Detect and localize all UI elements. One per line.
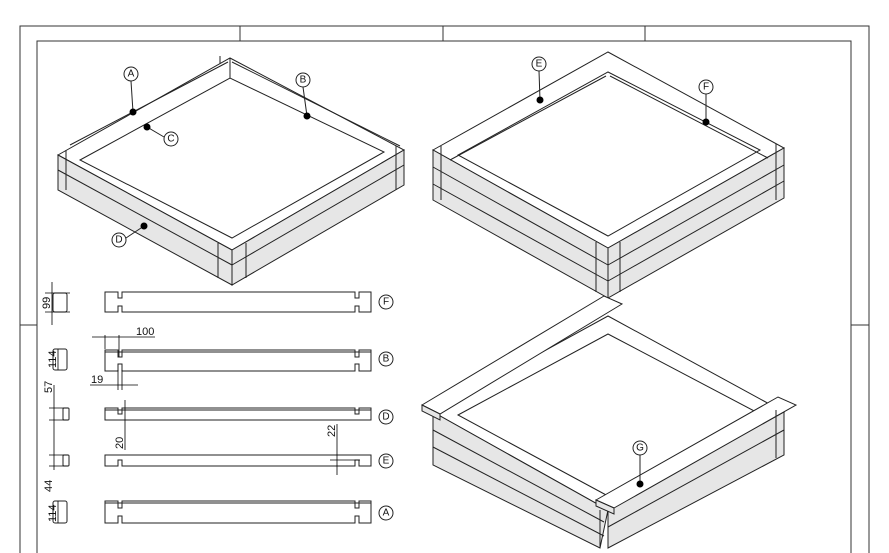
svg-text:A: A	[128, 69, 135, 80]
sandbox-view-step-1	[56, 56, 406, 286]
callout-D: D	[111, 222, 148, 248]
dim-notch-depth-20: 20	[114, 437, 126, 449]
part-F	[52, 291, 372, 313]
part-label-F: F	[378, 294, 394, 310]
callout-A: A	[123, 66, 139, 116]
sandbox-view-step-3	[420, 295, 798, 549]
callout-G: G	[632, 440, 648, 488]
svg-text:F: F	[383, 297, 389, 308]
drawing-frame	[19, 25, 870, 553]
part-label-A: A	[378, 505, 394, 521]
dim-gap-44: 44	[43, 480, 55, 492]
svg-text:B: B	[300, 75, 307, 86]
dim-gap-57: 57	[43, 381, 55, 393]
part-label-D: D	[378, 409, 394, 425]
svg-text:E: E	[383, 456, 390, 467]
sandbox-view-step-2	[431, 51, 786, 299]
dim-b-height: 114	[47, 350, 59, 368]
dim-f-height: 99	[41, 297, 53, 309]
callout-F: F	[698, 79, 714, 126]
part-label-E: E	[378, 453, 394, 469]
svg-text:C: C	[167, 134, 174, 145]
dim-notch-width: 19	[91, 374, 103, 386]
callout-B: B	[295, 72, 311, 120]
svg-text:E: E	[536, 59, 543, 70]
svg-text:B: B	[383, 354, 390, 365]
part-D	[62, 407, 372, 421]
svg-text:D: D	[115, 235, 122, 246]
part-label-B: B	[378, 351, 394, 367]
part-A	[52, 500, 372, 524]
svg-text:A: A	[383, 508, 390, 519]
dim-notch-offset: 100	[136, 326, 154, 338]
callout-C: C	[143, 123, 179, 147]
dim-a-height: 114	[47, 504, 59, 522]
dim-notch-depth-22: 22	[326, 425, 338, 437]
svg-text:G: G	[636, 443, 644, 454]
part-B	[52, 348, 372, 372]
part-E	[62, 454, 372, 467]
callout-E: E	[531, 56, 547, 104]
svg-text:F: F	[703, 82, 709, 93]
svg-text:D: D	[382, 412, 389, 423]
dimension-lines	[45, 282, 360, 523]
